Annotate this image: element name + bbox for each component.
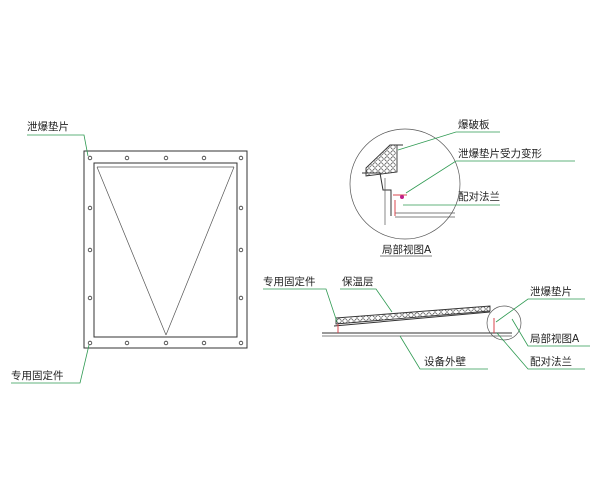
- inner-frame: [93, 162, 238, 338]
- bolt-hole: [124, 155, 130, 161]
- detail-circle: [349, 128, 461, 240]
- bolt-hole: [201, 340, 207, 346]
- leader-fixing-part-main: [11, 344, 90, 384]
- panel-diagonal-left: [96, 166, 167, 336]
- section-view: 专用固定件 保温层 泄爆垫片 局部视图A 配对法兰 设备外壁: [263, 275, 590, 370]
- leader-vent-gasket-side: [495, 298, 585, 323]
- bolt-hole: [238, 155, 244, 161]
- burst-plate-body: [365, 144, 398, 177]
- bolt-hole: [238, 295, 244, 301]
- detail-view-a: 爆破板 泄爆垫片受力变形 配对法兰 局部视图A: [349, 118, 575, 257]
- outer-frame: [83, 150, 248, 349]
- bolt-hole: [87, 295, 93, 301]
- label-fixing-part-side: 专用固定件: [263, 275, 316, 288]
- bolt-hole: [201, 155, 207, 161]
- label-vent-gasket-main: 泄爆垫片: [27, 120, 69, 133]
- leader-gasket-deformation: [405, 160, 575, 194]
- leader-insulation: [340, 288, 393, 313]
- flange-mark: [400, 195, 404, 199]
- front-view: 泄爆垫片 专用固定件: [11, 120, 248, 384]
- label-burst-plate: 爆破板: [458, 118, 490, 131]
- label-insulation: 保温层: [342, 275, 374, 288]
- label-mating-flange-side: 配对法兰: [530, 355, 572, 368]
- bolt-hole: [238, 340, 244, 346]
- bolt-hole: [87, 247, 93, 253]
- detail-ref-circle: [486, 305, 522, 341]
- bolt-hole: [87, 155, 93, 161]
- leader-fixing-part-side: [263, 288, 338, 323]
- plate-top-edge: [333, 311, 491, 327]
- frame-profile: [362, 172, 392, 216]
- bolt-hole: [87, 340, 93, 346]
- label-mating-flange-detail: 配对法兰: [458, 190, 500, 203]
- leader-equipment-wall: [399, 335, 488, 370]
- bolt-hole: [163, 340, 169, 346]
- detail-view-caption: 局部视图A: [382, 243, 432, 256]
- bolt-hole: [238, 205, 244, 211]
- label-equipment-wall: 设备外壁: [424, 355, 466, 368]
- bolt-hole: [87, 205, 93, 211]
- leader-mating-flange-side: [496, 332, 585, 370]
- label-vent-gasket-side: 泄爆垫片: [530, 285, 572, 298]
- insulation-layer-body: [335, 305, 491, 325]
- leader-burst-plate: [397, 131, 500, 151]
- panel-diagonal-right: [165, 166, 235, 336]
- bolt-hole: [163, 155, 169, 161]
- bolt-hole: [124, 340, 130, 346]
- label-fixing-part-main: 专用固定件: [11, 369, 64, 382]
- bolt-holes: [87, 155, 244, 346]
- label-gasket-deformation: 泄爆垫片受力变形: [458, 147, 542, 160]
- label-detail-view-ref: 局部视图A: [530, 332, 580, 345]
- leader-detail-view-ref: [511, 318, 590, 347]
- leader-vent-gasket-main: [27, 134, 89, 157]
- bolt-hole: [238, 247, 244, 253]
